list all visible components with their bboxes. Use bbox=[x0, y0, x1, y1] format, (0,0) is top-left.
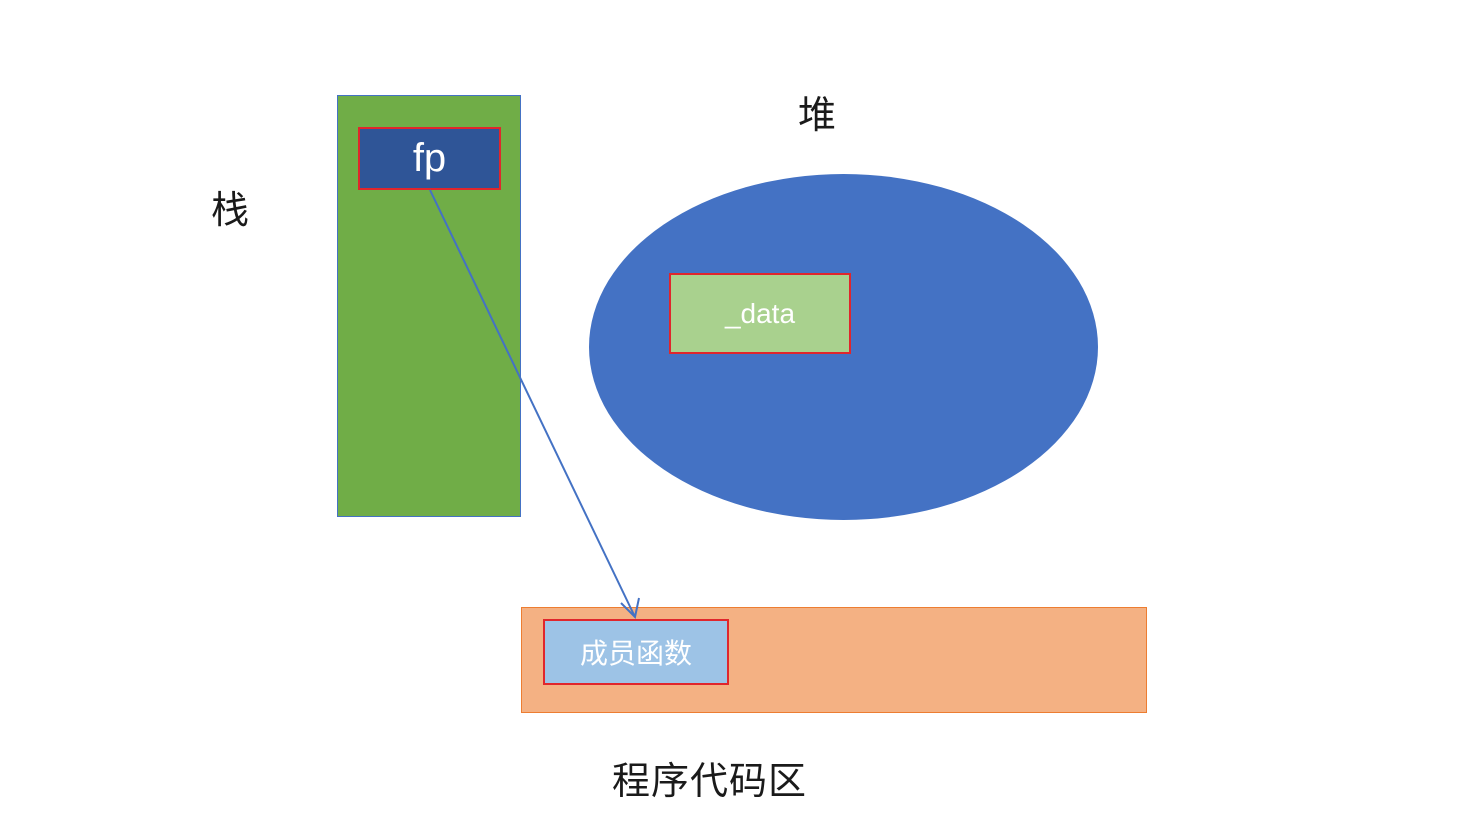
stack-label: 栈 bbox=[211, 188, 250, 232]
data-member-label: _data bbox=[724, 297, 796, 329]
data-member-box: _data bbox=[669, 273, 851, 354]
member-function-label: 成员函数 bbox=[579, 637, 692, 670]
code-area-label: 程序代码区 bbox=[612, 759, 808, 803]
heap-label: 堆 bbox=[798, 93, 837, 137]
member-function-box: 成员函数 bbox=[543, 619, 729, 685]
fp-pointer-label: fp bbox=[412, 136, 447, 180]
fp-pointer-box: fp bbox=[358, 127, 501, 190]
